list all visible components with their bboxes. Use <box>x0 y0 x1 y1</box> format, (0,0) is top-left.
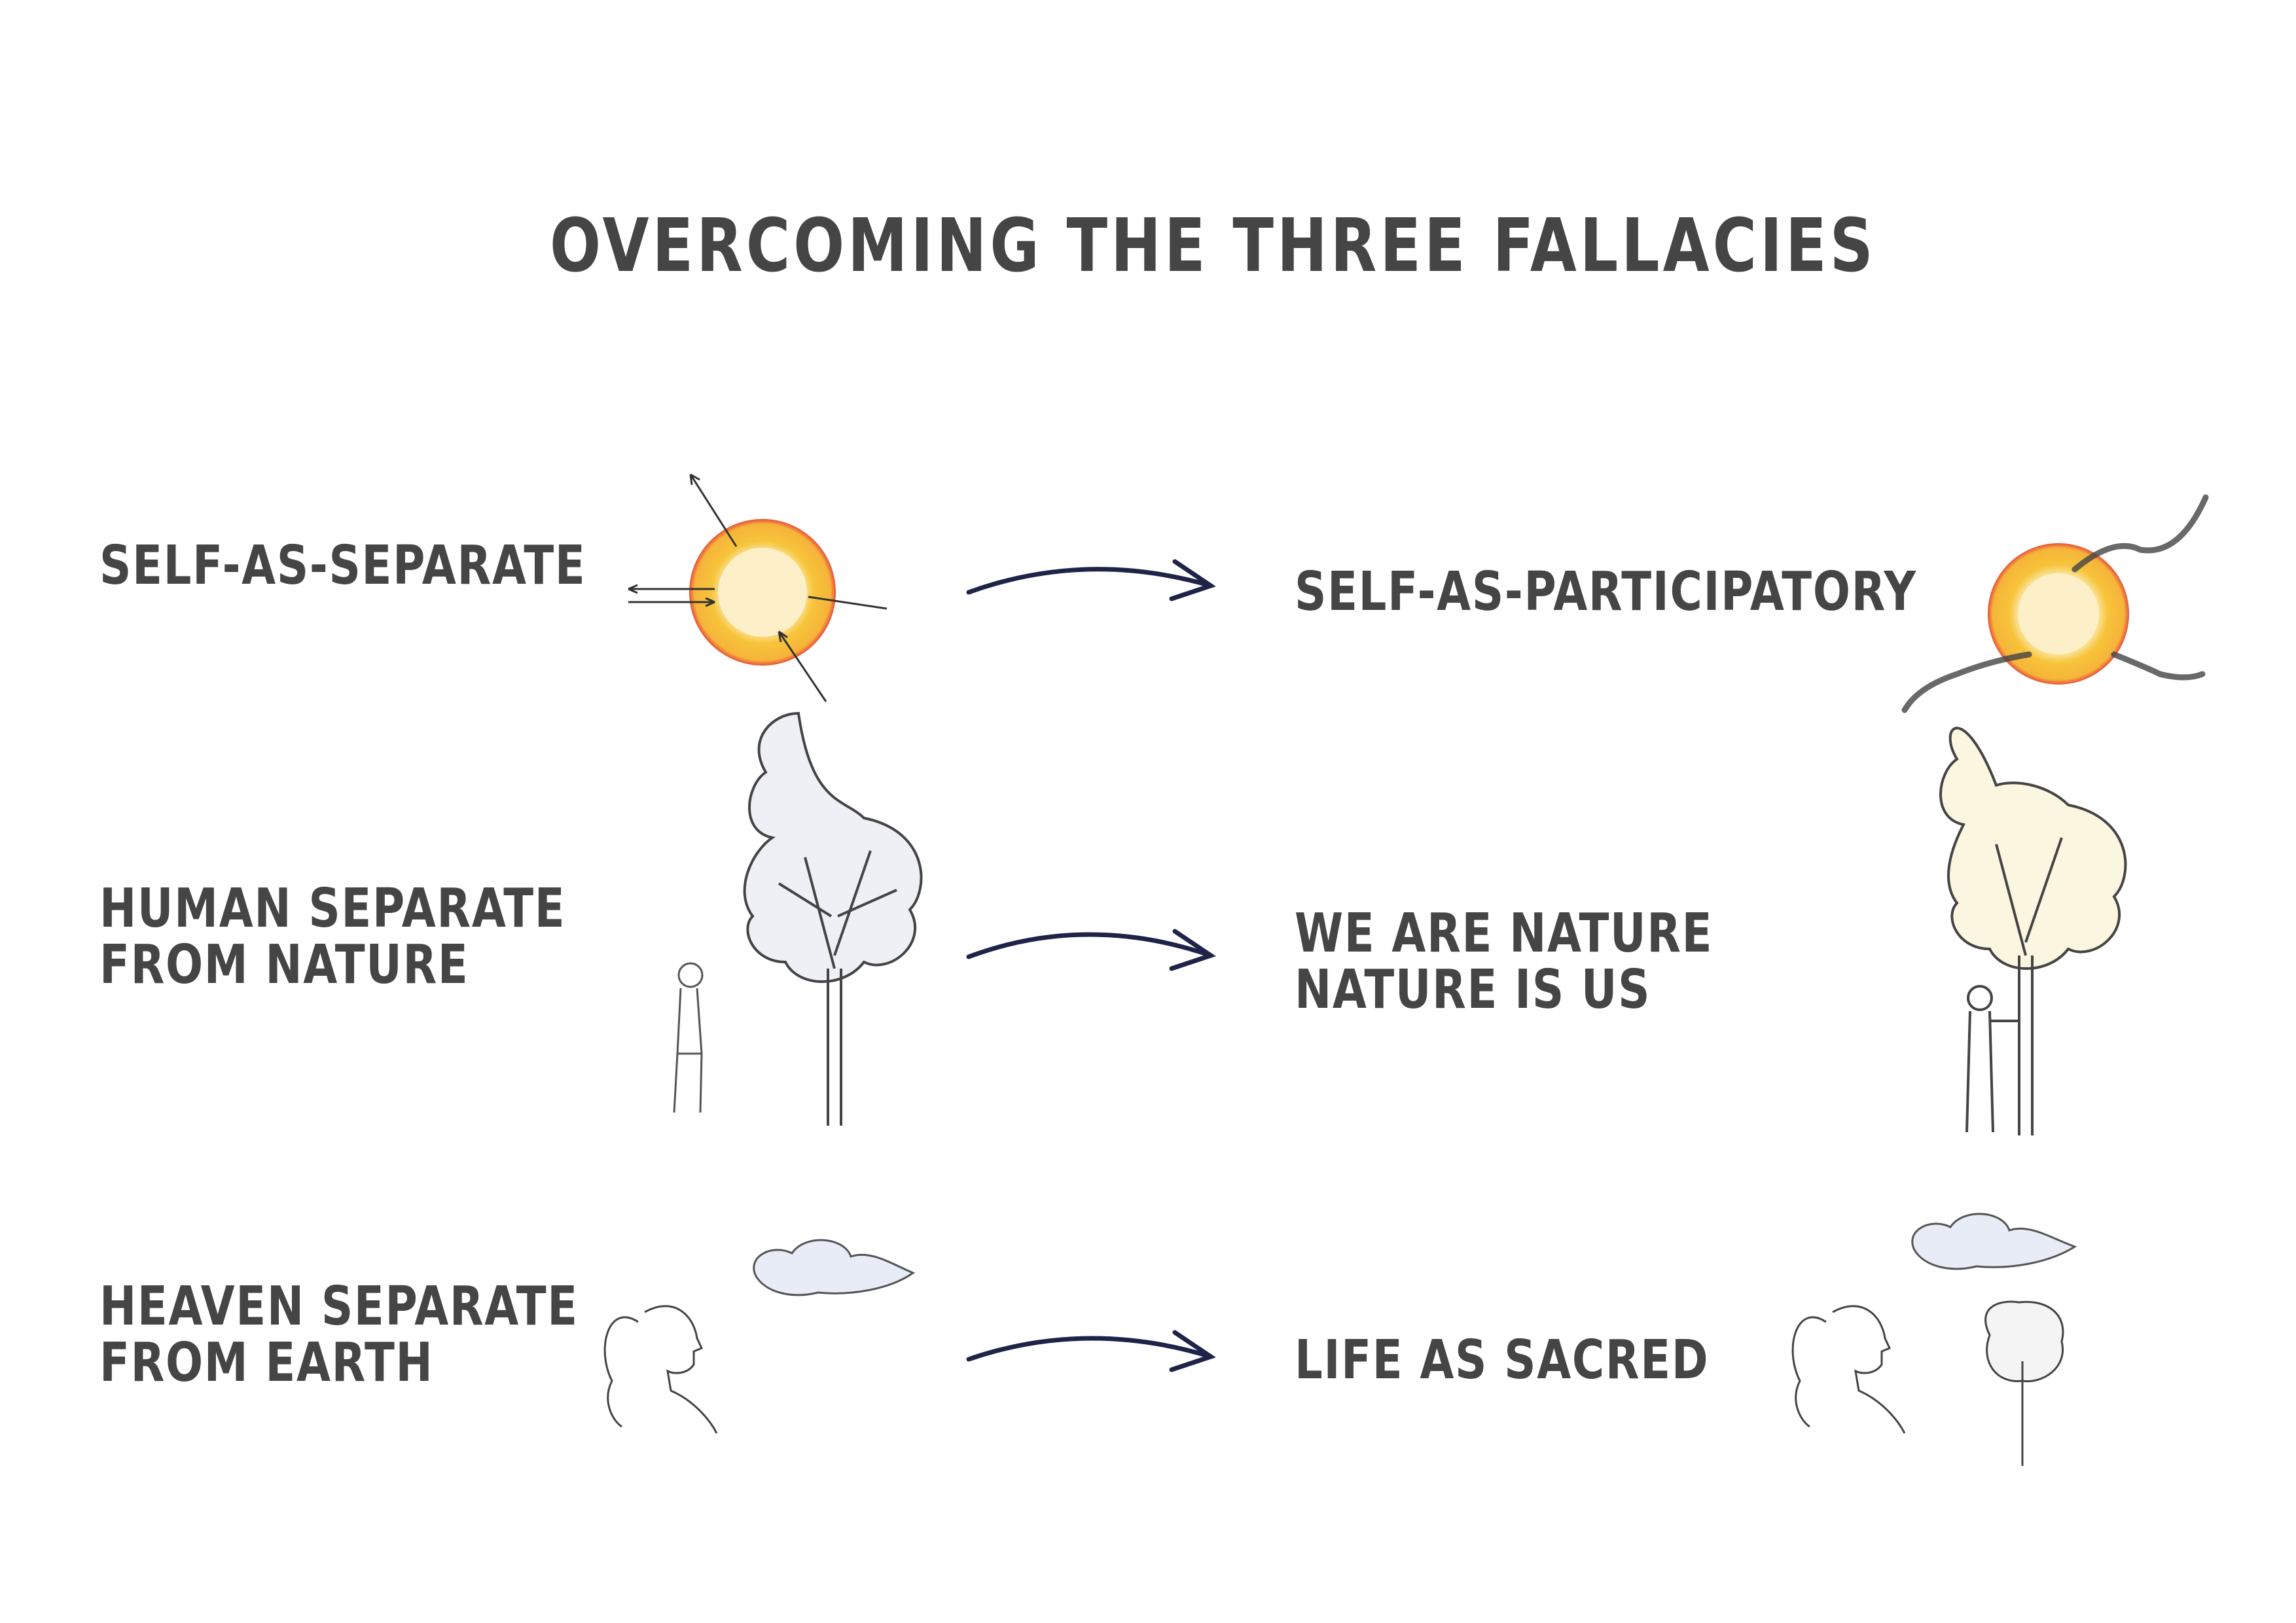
resolution-3-label: Life as sacred <box>1295 1332 1709 1389</box>
fallacy-3-label: Heaven separatefrom earth <box>99 1278 579 1395</box>
fallacy-2-line-2: from nature <box>99 934 469 997</box>
person-looking-up-icon <box>603 1305 718 1434</box>
person-standing-icon <box>673 962 704 1113</box>
resolution-2-label: We are naturenature is us <box>1295 905 1713 1022</box>
fallacy-3-line-1: Heaven separate <box>99 1275 579 1338</box>
transform-arrow-2 <box>966 929 1216 971</box>
fallacy-2-line-1: Human separate <box>99 878 566 940</box>
fallacy-2-label: Human separatefrom nature <box>99 878 566 997</box>
transform-arrow-1 <box>966 559 1216 601</box>
page-title: Overcoming the Three Fallacies <box>550 204 1876 289</box>
resolution-2-line-2: nature is us <box>1295 959 1651 1022</box>
tree-icon <box>743 711 923 1126</box>
small-tree-icon <box>1984 1300 2064 1466</box>
fallacy-1-line-1: Self-as-separate <box>99 535 586 597</box>
tree-with-person-icon <box>1939 726 2127 1135</box>
resolution-3-line-1: Life as sacred <box>1295 1329 1710 1391</box>
fallacy-3-line-2: from earth <box>99 1332 434 1395</box>
cloud-glowing-icon <box>1911 1213 2077 1270</box>
person-looking-up-icon-2 <box>1791 1305 1906 1434</box>
transform-arrow-3 <box>966 1330 1216 1372</box>
separate-sun-icon <box>628 473 888 702</box>
fallacy-1-label: Self-as-separate <box>99 535 586 597</box>
resolution-1-line-1: Self-as-participatory <box>1295 561 1917 623</box>
resolution-1-label: Self-as-participatory <box>1295 561 1917 623</box>
cloud-icon <box>753 1239 916 1296</box>
resolution-2-line-1: We are nature <box>1295 902 1713 965</box>
participatory-sun-icon <box>1901 494 2209 713</box>
